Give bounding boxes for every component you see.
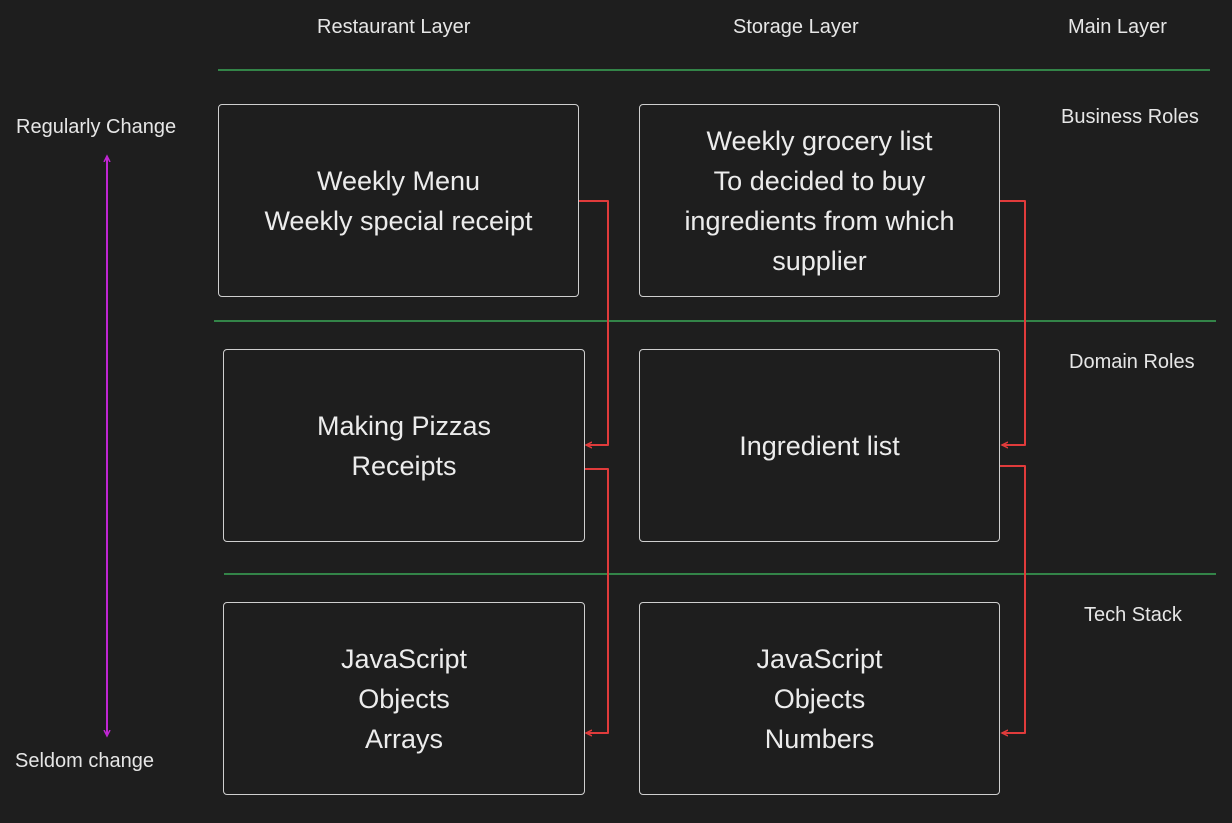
box-text-line: Receipts xyxy=(351,450,457,481)
column-header-main: Main Layer xyxy=(1068,16,1167,38)
box-js-storage: JavaScript Objects Numbers xyxy=(639,602,1000,795)
row-label-domain: Domain Roles xyxy=(1069,351,1195,373)
box-text-line: Objects xyxy=(773,683,866,714)
box-text-line: Numbers xyxy=(764,723,875,754)
column-header-storage: Storage Layer xyxy=(733,16,859,38)
box-text-line: Making Pizzas xyxy=(316,410,492,441)
box-text-line: Arrays xyxy=(364,723,443,754)
box-text-line: JavaScript xyxy=(756,643,883,674)
connector-ingredients-to-js xyxy=(1000,465,1026,733)
box-text-line: Objects xyxy=(358,683,450,714)
box-text-line: Ingredient list xyxy=(739,430,900,461)
column-header-restaurant: Restaurant Layer xyxy=(317,16,471,38)
box-text-line: Weekly grocery list xyxy=(706,125,933,156)
box-text-line: JavaScript xyxy=(340,643,468,674)
connector-pizzas-to-js xyxy=(585,468,609,733)
box-text-line: Weekly Menu xyxy=(316,165,481,196)
box-text-line: ingredients from which xyxy=(684,205,955,236)
box-ingredient-list: Ingredient list xyxy=(639,349,1000,542)
box-weekly-grocery-list: Weekly grocery list To decided to buy in… xyxy=(639,104,1000,297)
box-making-pizzas: Making Pizzas Receipts xyxy=(223,349,585,542)
connector-grocery-to-ingredients xyxy=(1000,200,1026,445)
box-text-line: supplier xyxy=(772,245,867,276)
box-weekly-menu: Weekly Menu Weekly special receipt xyxy=(218,104,579,297)
box-text-line: To decided to buy xyxy=(713,165,926,196)
box-text-line: Weekly special receipt xyxy=(264,205,533,236)
axis-label-seldom-change: Seldom change xyxy=(15,750,154,772)
axis-label-regularly-change: Regularly Change xyxy=(16,116,177,138)
row-label-business: Business Roles xyxy=(1061,106,1199,128)
box-js-restaurant: JavaScript Objects Arrays xyxy=(223,602,585,795)
row-label-tech: Tech Stack xyxy=(1084,604,1182,626)
